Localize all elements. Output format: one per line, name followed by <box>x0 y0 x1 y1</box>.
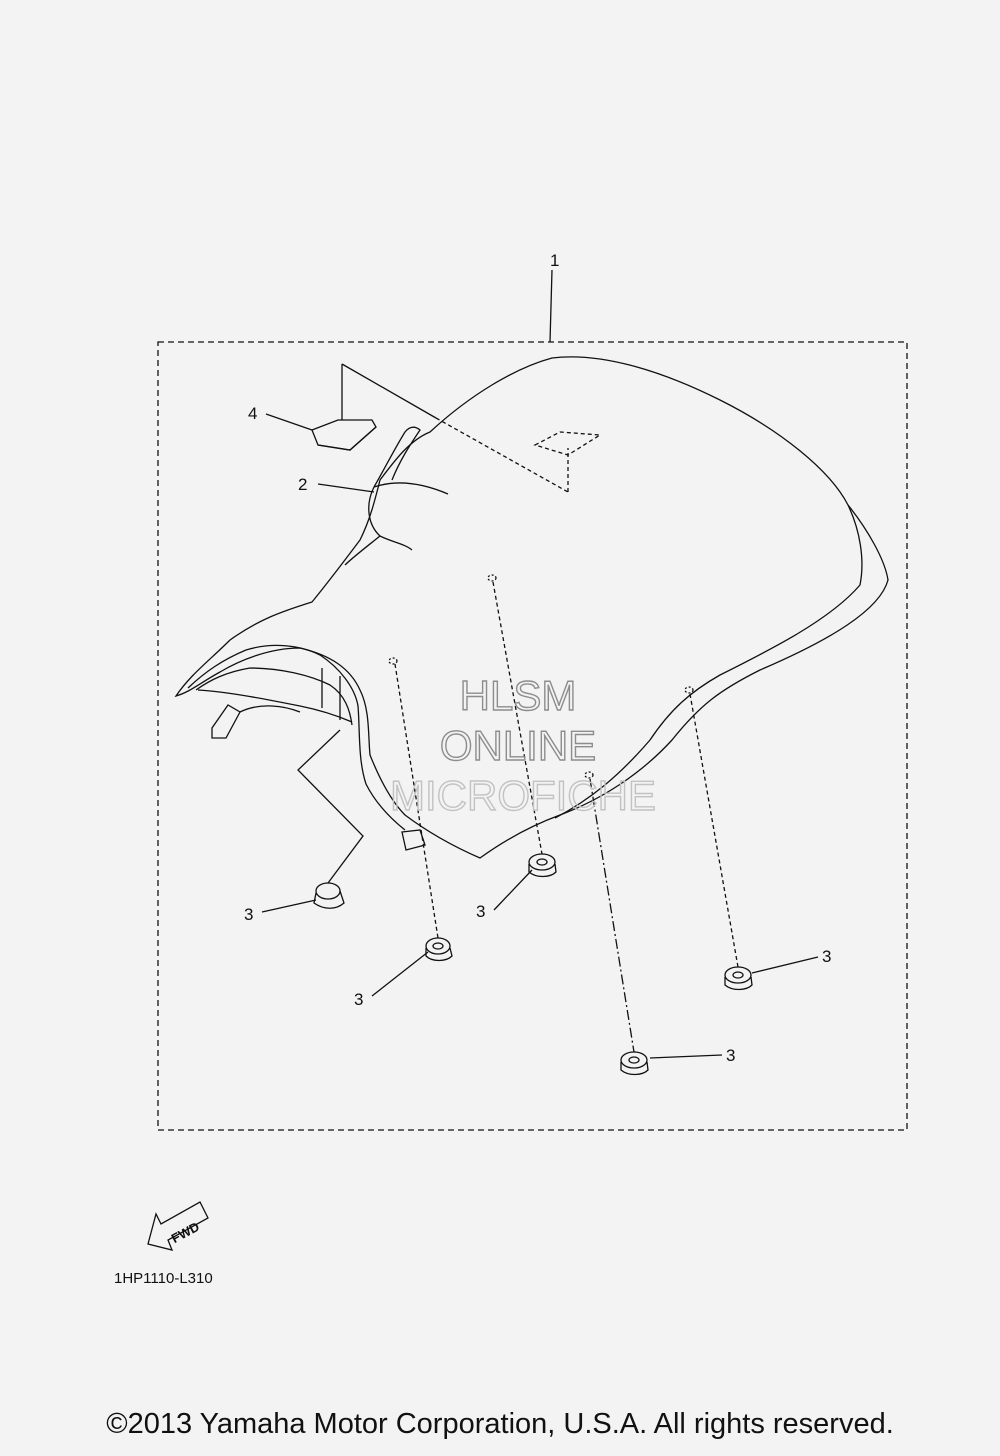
callout-1: 1 <box>550 251 559 270</box>
watermark-line-1: HLSM <box>460 672 577 719</box>
callout-3-front-left: 3 <box>354 990 363 1009</box>
callout-3-center: 3 <box>476 902 485 921</box>
assembly-boundary <box>157 341 908 1131</box>
seat-body <box>174 356 889 859</box>
fwd-label: FWD <box>169 1219 202 1246</box>
copyright-notice: ©2013 Yamaha Motor Corporation, U.S.A. A… <box>106 1408 894 1440</box>
label-patch <box>311 363 603 493</box>
damper-4 <box>724 966 753 991</box>
seat-cover <box>344 426 449 566</box>
fwd-arrow-icon: FWD <box>147 1201 209 1251</box>
damper-5 <box>620 1051 649 1076</box>
callout-4: 4 <box>248 404 257 423</box>
callout-2: 2 <box>298 475 307 494</box>
damper-2 <box>425 937 453 962</box>
callout-3-bottom: 3 <box>726 1046 735 1065</box>
watermark-line-3: MICROFICHE <box>390 772 656 819</box>
watermark-line-2: ONLINE <box>440 722 596 769</box>
drawing-code: 1HP1110-L310 <box>114 1270 213 1287</box>
callout-3-left: 3 <box>244 905 253 924</box>
callout-3-right: 3 <box>822 947 831 966</box>
damper-1 <box>313 882 345 909</box>
damper-3 <box>528 853 557 878</box>
